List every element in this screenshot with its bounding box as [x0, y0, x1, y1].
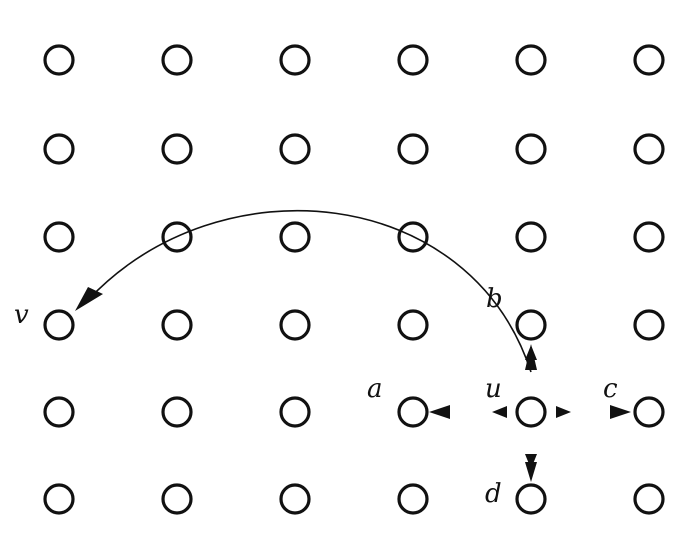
lattice-node-r4-c4 — [397, 309, 429, 341]
arrow-a — [429, 405, 450, 419]
lattice-node-r3-c1 — [43, 221, 75, 253]
lattice-node-r2-c4 — [397, 133, 429, 165]
lattice-node-r4-c3 — [279, 309, 311, 341]
lattice-node-r2-c1 — [43, 133, 75, 165]
lattice-node-r2-c6 — [633, 133, 665, 165]
lattice-nodes — [43, 44, 665, 515]
arrow-u-left — [492, 406, 507, 418]
lattice-node-r1-c3 — [279, 44, 311, 76]
lattice-node-r5-c4 — [397, 396, 429, 428]
long-range-arrowhead — [75, 287, 103, 311]
lattice-node-r5-c3 — [279, 396, 311, 428]
long-range-arc — [87, 209, 532, 373]
lattice-node-r1-c1 — [43, 44, 75, 76]
lattice-node-r6-c2 — [161, 483, 193, 515]
arrow-b — [525, 344, 537, 370]
lattice-node-r6-c6 — [633, 483, 665, 515]
lattice-node-r3-c5 — [515, 221, 547, 253]
lattice-node-r5-c6 — [633, 396, 665, 428]
lattice-node-r6-c4 — [397, 483, 429, 515]
label-v: v — [14, 300, 29, 330]
lattice-node-r5-c1 — [43, 396, 75, 428]
lattice-node-r1-c4 — [397, 44, 429, 76]
lattice-node-r4-c1 — [43, 309, 75, 341]
label-b: b — [486, 284, 503, 314]
arrow-d — [525, 462, 537, 482]
lattice-node-r2-c2 — [161, 133, 193, 165]
label-u: u — [485, 374, 502, 404]
lattice-node-r3-c3 — [279, 221, 311, 253]
lattice-node-r1-c6 — [633, 44, 665, 76]
lattice-node-r1-c5 — [515, 44, 547, 76]
lattice-node-r6-c3 — [279, 483, 311, 515]
lattice-node-r4-c6 — [633, 309, 665, 341]
lattice-node-r3-c6 — [633, 221, 665, 253]
lattice-node-r5-c2 — [161, 396, 193, 428]
lattice-node-r5-c5 — [515, 396, 547, 428]
arrow-c — [610, 405, 631, 419]
lattice-node-r1-c2 — [161, 44, 193, 76]
arrow-u-right — [556, 406, 571, 418]
lattice-node-r6-c5 — [515, 483, 547, 515]
label-d: d — [485, 479, 502, 509]
lattice-node-r2-c3 — [279, 133, 311, 165]
lattice-node-r4-c5 — [515, 309, 547, 341]
label-c: c — [603, 374, 618, 404]
lattice-node-r2-c5 — [515, 133, 547, 165]
lattice-node-r4-c2 — [161, 309, 193, 341]
label-a: a — [367, 374, 383, 404]
lattice-node-r6-c1 — [43, 483, 75, 515]
arrow-u-down — [525, 454, 537, 469]
